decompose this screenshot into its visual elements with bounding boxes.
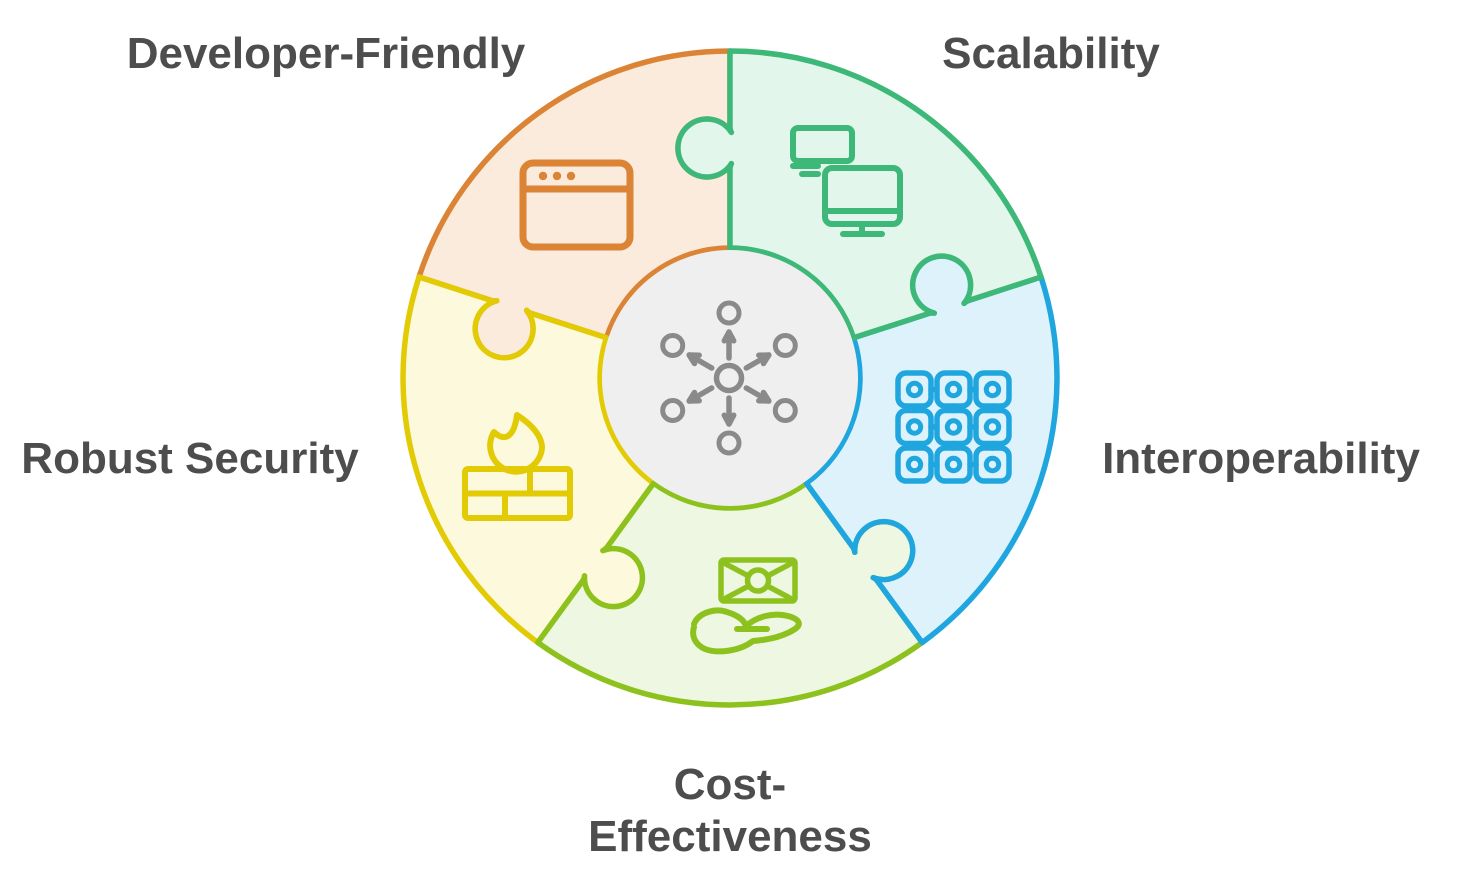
monitors-icon [790, 125, 903, 237]
hub-arrowhead [721, 329, 732, 344]
hub-node [716, 300, 742, 326]
money-hand-icon [690, 557, 802, 655]
grid-cell [905, 380, 924, 399]
hub-node [660, 398, 686, 423]
grid-cell [983, 455, 1002, 474]
hub-arrowhead [726, 412, 737, 427]
label-cost-line1: Cost- [674, 760, 786, 809]
hub-node [772, 333, 798, 358]
grid-cell [944, 418, 963, 436]
grid-cell [983, 418, 1002, 436]
grid-cell [944, 380, 963, 399]
hub-arrow [688, 353, 715, 371]
hub-arrowhead [760, 389, 772, 404]
hand-icon [690, 607, 802, 655]
browser-window-icon [519, 159, 634, 251]
grid-cell [983, 380, 1002, 399]
puzzle-piece-scalability [675, 48, 1044, 341]
hub-node [660, 333, 686, 358]
label-developer-friendly: Developer-Friendly [127, 29, 526, 78]
hub-node [716, 430, 742, 456]
connected-grid-icon [895, 370, 1012, 484]
label-interoperability: Interoperability [1102, 434, 1420, 483]
grid-cell [905, 455, 924, 474]
label-cost-line2: Effectiveness [588, 812, 872, 861]
grid-cell [944, 455, 963, 474]
puzzle-wheel [400, 48, 1060, 708]
center-circle [602, 250, 858, 506]
label-robust-security: Robust Security [21, 434, 359, 483]
label-scalability: Scalability [942, 29, 1160, 78]
hub-network-icon [660, 300, 798, 456]
firewall-flame-icon [462, 412, 573, 521]
hub-arrow [743, 353, 770, 371]
hub-arrow [743, 385, 770, 403]
hub-arrowhead [686, 352, 698, 367]
hub-node [772, 398, 798, 423]
grid-cell [905, 418, 924, 436]
hub-arrow [688, 385, 715, 403]
hub-center-node [713, 362, 745, 394]
